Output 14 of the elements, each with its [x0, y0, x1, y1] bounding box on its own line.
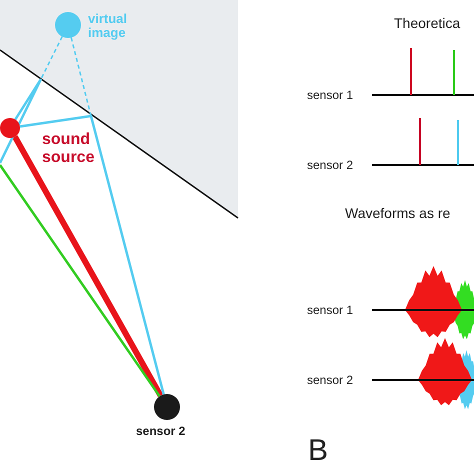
- panel-title: Waveforms as re: [345, 205, 450, 221]
- dashed-ray-line: [40, 36, 63, 80]
- panel-letter: B: [308, 434, 328, 468]
- virtual-image-label: virtual image: [88, 12, 128, 41]
- sound-ray-line: [0, 78, 42, 164]
- axis-label: sensor 2: [307, 158, 354, 172]
- axis-label: sensor 1: [307, 303, 354, 317]
- sensor-label: sensor 2: [136, 425, 186, 438]
- sound-source-label: sound source: [42, 131, 96, 166]
- panel-title: Theoretica: [394, 15, 460, 31]
- sound-ray-line: [0, 164, 161, 397]
- axis-label: sensor 1: [307, 88, 354, 102]
- dashed-ray-line: [70, 37, 92, 116]
- axis-label: sensor 2: [307, 373, 354, 387]
